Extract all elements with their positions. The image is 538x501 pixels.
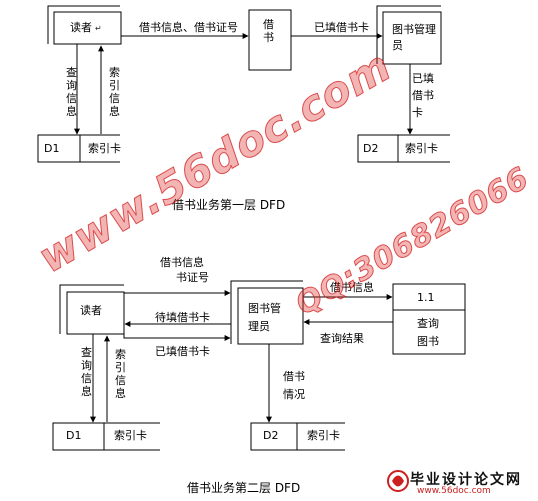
flow-label-borrow-info-2: 借书信息: [160, 256, 204, 269]
flow-label-query-1: 查询信息: [66, 66, 77, 118]
store-d2-1: [357, 134, 450, 163]
store-d2-id-2: D2: [263, 429, 279, 442]
entity-admin-label-1: 图书管理员: [392, 23, 436, 52]
logo-emblem: [387, 470, 409, 492]
process-id-2: 1.1: [417, 291, 435, 304]
entity-reader-2: [59, 284, 125, 335]
process-borrow-label-1: 借书: [263, 18, 274, 44]
store-d2-name-2: 索引卡: [307, 429, 340, 442]
flow-label-query-2: 查询信息: [81, 346, 92, 398]
flow-label-query-result-2: 查询结果: [320, 332, 364, 345]
process-name-2: 查询图书: [417, 317, 439, 348]
store-d1-2: [52, 422, 160, 451]
store-d1-name-2: 索引卡: [114, 429, 147, 442]
flow-label-admin-to-d2-2: 借书情况: [283, 370, 305, 401]
flow-label-to-fill-2: 待填借书卡: [155, 311, 210, 324]
store-d2-2: [250, 422, 345, 451]
flow-label-reader-to-borrow-1: 借书信息、借书证号: [139, 21, 238, 34]
store-d1-1: [37, 134, 120, 163]
flow-label-borrow-to-admin-1: 已填借书卡: [314, 21, 369, 34]
flow-label-filled-2: 已填借书卡: [155, 345, 210, 358]
flow-label-admin-to-process-2: 借书信息: [330, 281, 374, 294]
process-borrow-1: [248, 9, 292, 71]
store-d1-name-1: 索引卡: [88, 142, 121, 155]
entity-admin-2: [230, 280, 304, 345]
flow-label-card-no-2: 书证号: [176, 271, 209, 284]
logo-title: 毕业设计论文网: [410, 472, 522, 488]
flow-filled-2: [123, 333, 231, 341]
flow-label-index-1: 索引信息: [109, 66, 120, 118]
entity-reader-label-2: 读者: [80, 304, 102, 317]
entity-admin-label-2: 图书管理员: [248, 302, 281, 333]
store-d2-name-1: 索引卡: [405, 142, 438, 155]
store-d2-id-1: D2: [363, 142, 379, 155]
flow-label-admin-to-d2-1: 已填借书卡: [412, 72, 434, 119]
store-d1-id-1: D1: [44, 142, 60, 155]
logo-url: www.56doc.com: [417, 486, 491, 496]
caption-diagram-2: 借书业务第二层 DFD: [187, 481, 301, 495]
entity-reader-1: [47, 5, 122, 45]
caption-diagram-1: 借书业务第一层 DFD: [172, 198, 286, 212]
flow-label-index-2: 索引信息: [115, 348, 126, 400]
entity-reader-label-1: 读者: [70, 21, 92, 34]
store-d1-id-2: D1: [66, 429, 82, 442]
entity-admin-1: [376, 5, 442, 65]
process-query-2: [392, 283, 466, 355]
